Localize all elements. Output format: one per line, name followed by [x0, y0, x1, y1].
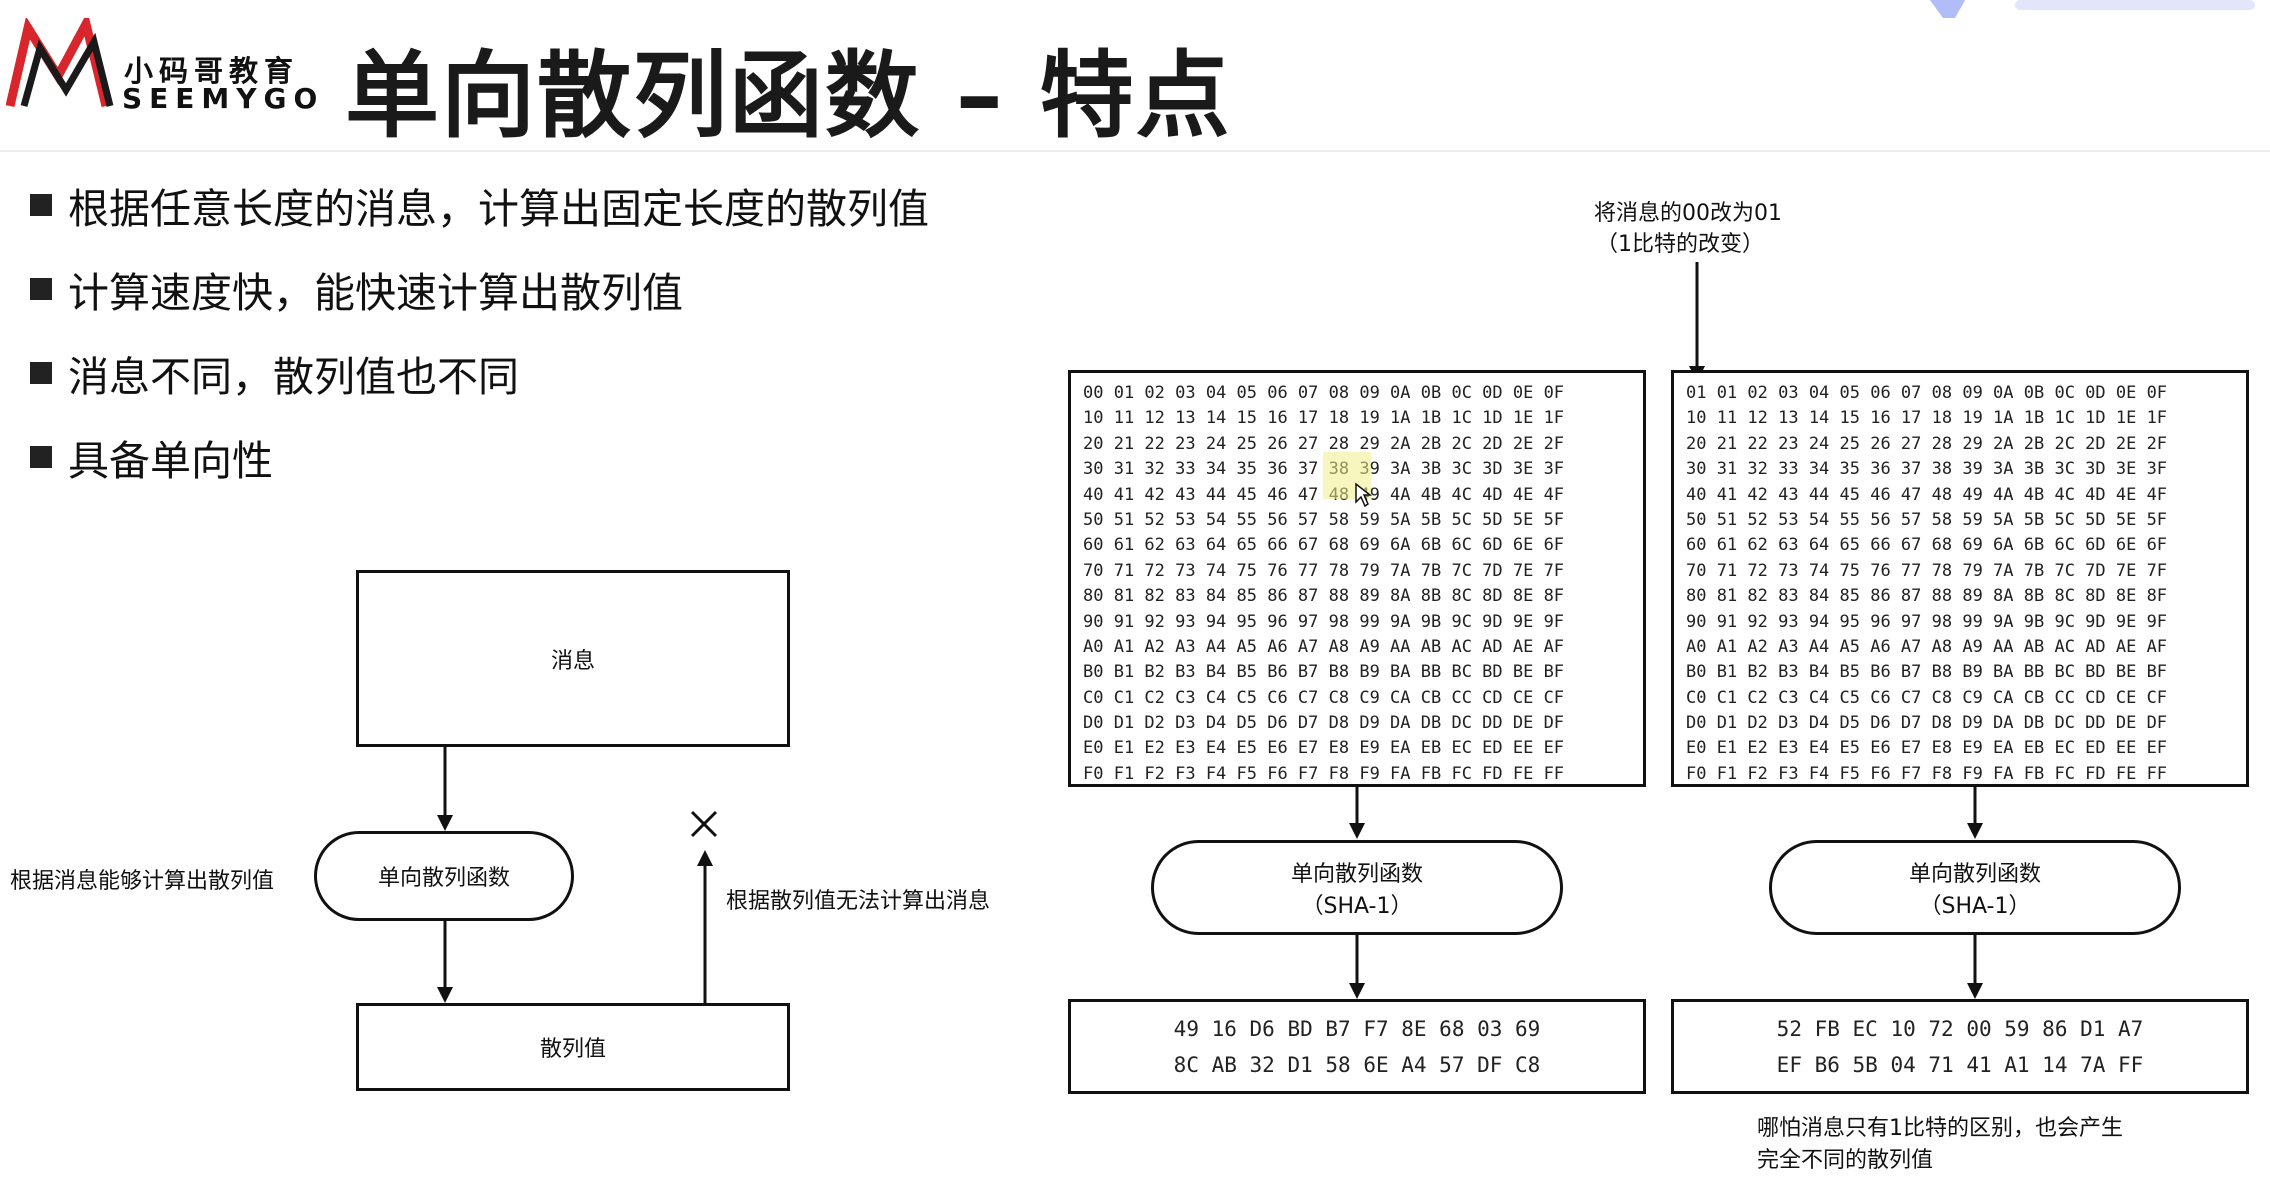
hex-row: 90 91 92 93 94 95 96 97 98 99 9A 9B 9C 9… — [1083, 611, 1565, 632]
hex-row: 50 51 52 53 54 55 56 57 58 59 5A 5B 5C 5… — [1083, 509, 1565, 530]
hex-row: C0 C1 C2 C3 C4 C5 C6 C7 C8 C9 CA CB CC C… — [1083, 687, 1565, 708]
message-hex-grid-a: 00 01 02 03 04 05 06 07 08 09 0A 0B 0C 0… — [1068, 370, 1646, 787]
hex-row: 00 01 02 03 04 05 06 07 08 09 0A 0B 0C 0… — [1083, 383, 1565, 403]
bullet-square-icon — [30, 446, 52, 468]
hex-row: 10 11 12 13 14 15 16 17 18 19 1A 1B 1C 1… — [1083, 408, 1565, 429]
hex-row: 80 81 82 83 84 85 86 87 88 89 8A 8B 8C 8… — [1686, 586, 2168, 607]
function-sub-label: （SHA-1） — [1301, 893, 1413, 919]
hex-row: 60 61 62 63 64 65 66 67 68 69 6A 6B 6C 6… — [1083, 535, 1565, 556]
corner-badge-icon — [1930, 0, 2255, 18]
sha1-function-node-b: 单向散列函数 （SHA-1） — [1769, 840, 2181, 935]
bullet-text: 具备单向性 — [68, 437, 273, 485]
hex-row: F0 F1 F2 F3 F4 F5 F6 F7 F8 F9 FA FB FC F… — [1083, 763, 1565, 784]
hex-row: E0 E1 E2 E3 E4 E5 E6 E7 E8 E9 EA EB EC E… — [1686, 738, 2168, 759]
footnote-line2: 完全不同的散列值 — [1757, 1148, 1934, 1173]
hash-function-node: 单向散列函数 — [314, 831, 574, 921]
bullet-item: 计算速度快，能快速计算出散列值 — [30, 259, 683, 319]
backward-note: 根据散列值无法计算出消息 — [726, 889, 991, 914]
hex-row: 10 11 12 13 14 15 16 17 18 19 1A 1B 1C 1… — [1686, 408, 2168, 429]
cross-icon — [690, 810, 718, 838]
arrow-function-a-to-hash — [1349, 935, 1365, 999]
bullet-square-icon — [30, 278, 52, 300]
hex-row: 20 21 22 23 24 25 26 27 28 29 2A 2B 2C 2… — [1083, 433, 1565, 454]
page-title: 单向散列函数 – 特点 — [345, 42, 1232, 151]
function-sub-label: （SHA-1） — [1919, 893, 2031, 919]
bullet-item: 具备单向性 — [30, 427, 273, 487]
hex-row: A0 A1 A2 A3 A4 A5 A6 A7 A8 A9 AA AB AC A… — [1083, 636, 1565, 657]
hex-row: 50 51 52 53 54 55 56 57 58 59 5A 5B 5C 5… — [1686, 509, 2168, 530]
brand-name-en: SEEMYGO — [122, 82, 325, 115]
message-box: 消息 — [356, 570, 790, 747]
hex-row: 80 81 82 83 84 85 86 87 88 89 8A 8B 8C 8… — [1083, 586, 1565, 607]
hex-row: A0 A1 A2 A3 A4 A5 A6 A7 A8 A9 AA AB AC A… — [1686, 636, 2168, 657]
hex-row-highlighted: 40 41 42 43 44 45 46 47 48 49 4A 4B 4C 4… — [1083, 483, 1643, 508]
hex-row: 90 91 92 93 94 95 96 97 98 99 9A 9B 9C 9… — [1686, 611, 2168, 632]
function-label: 单向散列函数 — [1290, 861, 1423, 887]
hex-row: F0 F1 F2 F3 F4 F5 F6 F7 F8 F9 FA FB FC F… — [1686, 763, 2168, 784]
hex-row-part: 40 41 42 43 44 45 46 47 48 49 4A 4B 4C 4… — [1083, 484, 1565, 505]
hex-row: B0 B1 B2 B3 B4 B5 B6 B7 B8 B9 BA BB BC B… — [1686, 662, 2168, 683]
hash-value-box: 散列值 — [356, 1003, 790, 1091]
hex-row: C0 C1 C2 C3 C4 C5 C6 C7 C8 C9 CA CB CC C… — [1686, 687, 2168, 708]
hash-line: 52 FB EC 10 72 00 59 86 D1 A7 — [1776, 1016, 2144, 1041]
bullet-item: 消息不同，散列值也不同 — [30, 343, 519, 403]
change-note-line1: 将消息的00改为01 — [1594, 201, 1782, 226]
arrow-message-to-function — [437, 745, 453, 831]
bullet-text: 计算速度快，能快速计算出散列值 — [68, 269, 683, 317]
text-cursor-icon — [1355, 482, 1372, 508]
hex-row: 40 41 42 43 44 45 46 47 48 49 4A 4B 4C 4… — [1686, 484, 2168, 505]
hex-row: 01 01 02 03 04 05 06 07 08 09 0A 0B 0C 0… — [1686, 383, 2168, 403]
hash-line: EF B6 5B 04 71 41 A1 14 7A FF — [1776, 1052, 2144, 1077]
hex-row: D0 D1 D2 D3 D4 D5 D6 D7 D8 D9 DA DB DC D… — [1083, 713, 1565, 734]
hex-row: D0 D1 D2 D3 D4 D5 D6 D7 D8 D9 DA DB DC D… — [1686, 713, 2168, 734]
hash-label: 散列值 — [539, 1037, 606, 1062]
logo-icon — [6, 18, 114, 108]
hash-line: 49 16 D6 BD B7 F7 8E 68 03 69 — [1173, 1016, 1541, 1041]
hash-line: 8C AB 32 D1 58 6E A4 57 DF C8 — [1173, 1052, 1541, 1077]
hash-output-b: 52 FB EC 10 72 00 59 86 D1 A7 EF B6 5B 0… — [1671, 999, 2249, 1094]
arrow-function-to-hash — [437, 920, 453, 1003]
bullet-item: 根据任意长度的消息，计算出固定长度的散列值 — [30, 175, 929, 235]
bullet-square-icon — [30, 194, 52, 216]
hex-row: 60 61 62 63 64 65 66 67 68 69 6A 6B 6C 6… — [1686, 535, 2168, 556]
message-label: 消息 — [550, 648, 595, 674]
hash-output-a: 49 16 D6 BD B7 F7 8E 68 03 69 8C AB 32 D… — [1068, 999, 1646, 1094]
hex-row: 70 71 72 73 74 75 76 77 78 79 7A 7B 7C 7… — [1083, 560, 1565, 581]
function-label: 单向散列函数 — [377, 866, 510, 891]
bullet-text: 根据任意长度的消息，计算出固定长度的散列值 — [68, 185, 929, 233]
brand-name-cn: 小码哥教育 — [124, 54, 300, 88]
arrow-change-pointer — [1689, 262, 1705, 382]
bullet-square-icon — [30, 362, 52, 384]
forward-note: 根据消息能够计算出散列值 — [10, 869, 275, 894]
hex-row: E0 E1 E2 E3 E4 E5 E6 E7 E8 E9 EA EB EC E… — [1083, 738, 1565, 759]
change-note-line2: （1比特的改变） — [1596, 232, 1764, 257]
hex-row: 70 71 72 73 74 75 76 77 78 79 7A 7B 7C 7… — [1686, 560, 2168, 581]
header-divider — [0, 150, 2270, 152]
sha1-function-node-a: 单向散列函数 （SHA-1） — [1151, 840, 1563, 935]
hex-row: B0 B1 B2 B3 B4 B5 B6 B7 B8 B9 BA BB BC B… — [1083, 662, 1565, 683]
footnote-line1: 哪怕消息只有1比特的区别，也会产生 — [1757, 1116, 2123, 1141]
function-label: 单向散列函数 — [1908, 861, 2041, 887]
arrow-grid-b-to-function — [1967, 787, 1983, 839]
bullet-text: 消息不同，散列值也不同 — [68, 353, 519, 401]
arrow-hash-to-message-blocked — [697, 850, 713, 1003]
message-hex-grid-b: 01 01 02 03 04 05 06 07 08 09 0A 0B 0C 0… — [1671, 370, 2249, 787]
hex-row: 30 31 32 33 34 35 36 37 38 39 3A 3B 3C 3… — [1686, 459, 2168, 480]
arrow-grid-a-to-function — [1349, 787, 1365, 839]
hex-row: 20 21 22 23 24 25 26 27 28 29 2A 2B 2C 2… — [1686, 433, 2168, 454]
arrow-function-b-to-hash — [1967, 935, 1983, 999]
